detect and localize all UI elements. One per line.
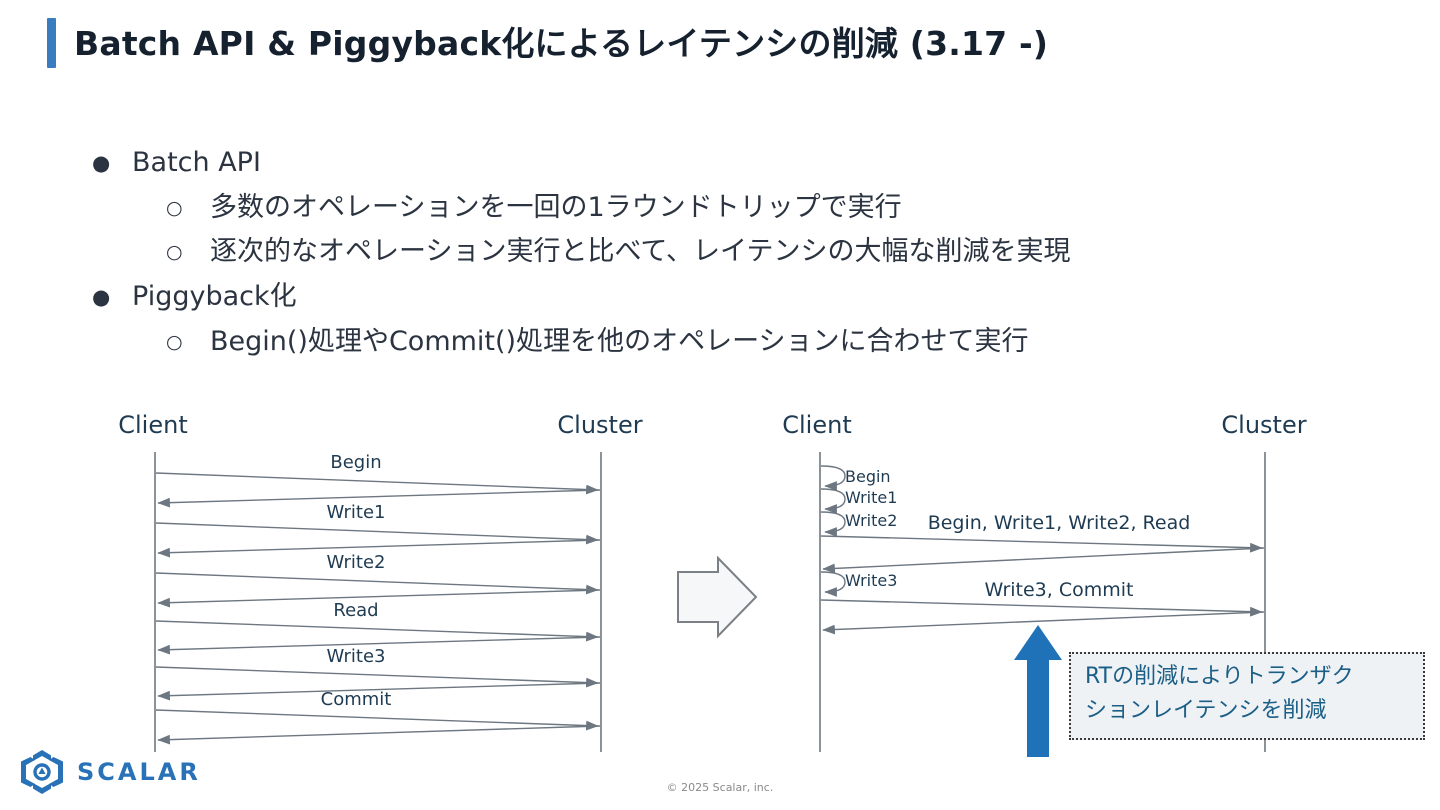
left-msg-label-commit: Commit xyxy=(321,689,392,710)
right-selfcall-write3 xyxy=(820,571,846,597)
bullet-item-1: ○ 多数のオペレーションを一回の1ラウンドトリップで実行 xyxy=(166,186,1372,230)
bullet-list: ● Batch API ○ 多数のオペレーションを一回の1ラウンドトリップで実行… xyxy=(92,140,1372,364)
right-selfcall-label-begin: Begin xyxy=(845,467,891,486)
left-msg-res-write1 xyxy=(157,539,601,558)
right-selfcall-write1 xyxy=(820,488,846,514)
scalar-logo: SCALAR xyxy=(18,748,201,796)
right-selfcall-begin xyxy=(820,465,846,491)
right-msg-res-batch1 xyxy=(822,547,1265,574)
title-accent-bar xyxy=(47,18,56,68)
right-selfcall-label-write2: Write2 xyxy=(845,511,897,530)
left-msg-label-write3: Write3 xyxy=(327,646,386,667)
left-msg-label-write2: Write2 xyxy=(327,552,386,573)
left-msg-res-commit xyxy=(157,725,601,745)
bullet-marker-icon: ○ xyxy=(166,331,183,353)
bullet-text: Piggyback化 xyxy=(132,281,297,312)
left-actor-client-label: Client xyxy=(118,411,187,439)
bullet-marker-icon: ○ xyxy=(166,197,183,219)
copyright-text: © 2025 Scalar, inc. xyxy=(666,781,774,794)
right-actor-client-label: Client xyxy=(782,411,851,439)
bullet-marker-icon: ○ xyxy=(166,241,183,263)
title-text: Batch API & Piggyback化によるレイテンシの削減 (3.17 … xyxy=(74,23,1049,63)
left-msg-req-write1 xyxy=(155,522,599,545)
left-diagram-group: Client Cluster Begin Write1 Write2 Read … xyxy=(118,411,643,752)
bullet-item-2: ○ 逐次的なオペレーション実行と比べて、レイテンシの大幅な削減を実現 xyxy=(166,230,1372,274)
bullet-text: Batch API xyxy=(132,147,261,178)
page-title: Batch API & Piggyback化によるレイテンシの削減 (3.17 … xyxy=(47,18,1048,68)
left-msg-req-read xyxy=(155,620,599,642)
right-selfcall-label-write3: Write3 xyxy=(845,571,897,590)
left-msg-label-begin: Begin xyxy=(330,452,381,473)
bullet-marker-icon: ● xyxy=(92,151,111,175)
right-msg-label-batch1: Begin, Write1, Write2, Read xyxy=(928,512,1191,534)
latency-reduction-up-arrow-icon xyxy=(1014,625,1062,757)
bullet-text: Begin()処理やCommit()処理を他のオペレーションに合わせて実行 xyxy=(210,326,1029,357)
callout-line-1: RTの削減によりトランザク xyxy=(1085,664,1354,689)
bullet-marker-icon: ● xyxy=(92,285,111,309)
bullet-item-3: ● Piggyback化 xyxy=(92,274,1372,320)
scalar-logo-icon xyxy=(21,750,63,794)
right-selfcall-write2 xyxy=(820,511,846,537)
bullet-text: 多数のオペレーションを一回の1ラウンドトリップで実行 xyxy=(210,192,902,223)
transition-arrow-icon xyxy=(677,555,758,639)
left-msg-req-commit xyxy=(155,709,599,731)
left-msg-res-read xyxy=(157,636,601,655)
right-actor-cluster-label: Cluster xyxy=(1221,411,1306,439)
right-msg-req-batch2 xyxy=(820,599,1263,617)
bullet-item-0: ● Batch API xyxy=(92,140,1372,186)
bullet-text: 逐次的なオペレーション実行と比べて、レイテンシの大幅な削減を実現 xyxy=(210,236,1071,267)
scalar-logo-wordmark: SCALAR xyxy=(77,758,201,786)
bullet-item-4: ○ Begin()処理やCommit()処理を他のオペレーションに合わせて実行 xyxy=(166,320,1372,364)
left-msg-req-begin xyxy=(155,472,599,495)
right-selfcall-label-write1: Write1 xyxy=(845,488,897,507)
right-msg-req-batch1 xyxy=(820,535,1263,553)
right-msg-res-batch2 xyxy=(822,611,1265,635)
left-msg-req-write3 xyxy=(155,666,599,688)
left-msg-label-write1: Write1 xyxy=(327,502,386,523)
callout-line-2: ションレイテンシを削減 xyxy=(1085,698,1327,723)
right-msg-label-batch2: Write3, Commit xyxy=(985,579,1134,601)
left-msg-res-begin xyxy=(157,489,601,508)
left-msg-label-read: Read xyxy=(333,600,378,621)
left-msg-res-write2 xyxy=(157,589,601,608)
callout-text: RTの削減によりトランザク ションレイテンシを削減 xyxy=(1085,660,1415,728)
left-msg-req-write2 xyxy=(155,572,599,595)
left-msg-res-write3 xyxy=(157,682,601,701)
left-actor-cluster-label: Cluster xyxy=(557,411,642,439)
callout-box xyxy=(1069,652,1425,740)
